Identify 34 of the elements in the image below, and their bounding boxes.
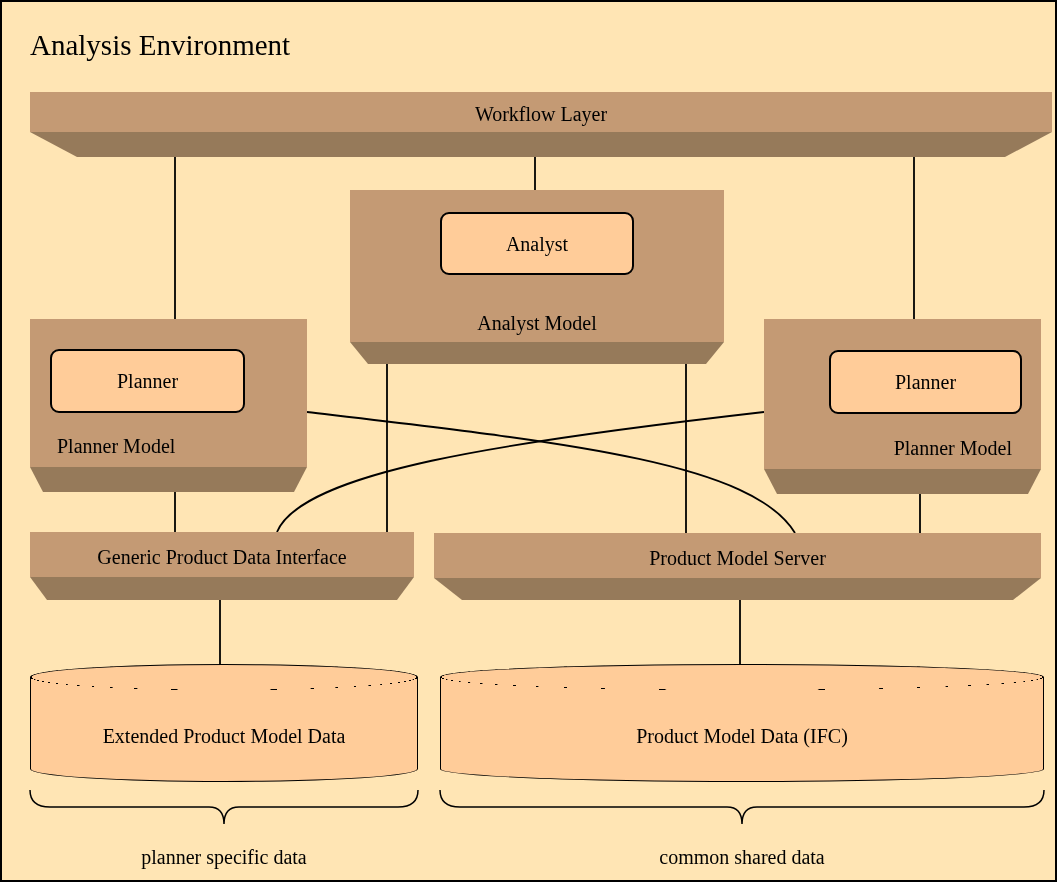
block-label: Planner: [116, 369, 179, 394]
role-box: [50, 349, 245, 413]
block-label: Generic Product Data Interface: [96, 544, 348, 570]
layer-block: [350, 190, 724, 364]
database-cylinder: [440, 664, 1044, 782]
block-label: Extended Product Model Data: [101, 724, 347, 749]
frame-title: Analysis Environment: [30, 28, 291, 63]
role-box: [440, 212, 634, 275]
layer-block: [30, 532, 414, 600]
block-label: Planner Model: [57, 434, 176, 459]
database-cylinder: [30, 664, 418, 782]
block-label: Analyst Model: [476, 311, 598, 337]
connector-line: [919, 493, 921, 534]
connector-line: [219, 599, 221, 665]
connector-line: [739, 599, 741, 665]
layer-block: [30, 92, 1052, 157]
role-box: [829, 350, 1022, 414]
connector-line: [174, 491, 176, 533]
block-label: Planner: [894, 370, 957, 395]
connector-line: [685, 363, 687, 534]
connector-line: [174, 156, 176, 320]
group-caption: planner specific data: [140, 845, 308, 871]
layer-block: [30, 319, 307, 492]
connector-line: [913, 156, 915, 320]
group-caption: common shared data: [658, 845, 826, 870]
block-label: Analyst: [505, 231, 569, 258]
connector-line: [534, 156, 536, 191]
block-label: Planner Model: [893, 436, 1012, 461]
block-label: Product Model Data (IFC): [635, 724, 849, 750]
layer-block: [434, 533, 1041, 600]
block-label: Product Model Server: [648, 545, 827, 571]
block-label: Workflow Layer: [473, 102, 609, 128]
layer-block: [764, 319, 1041, 494]
connector-line: [386, 363, 388, 533]
